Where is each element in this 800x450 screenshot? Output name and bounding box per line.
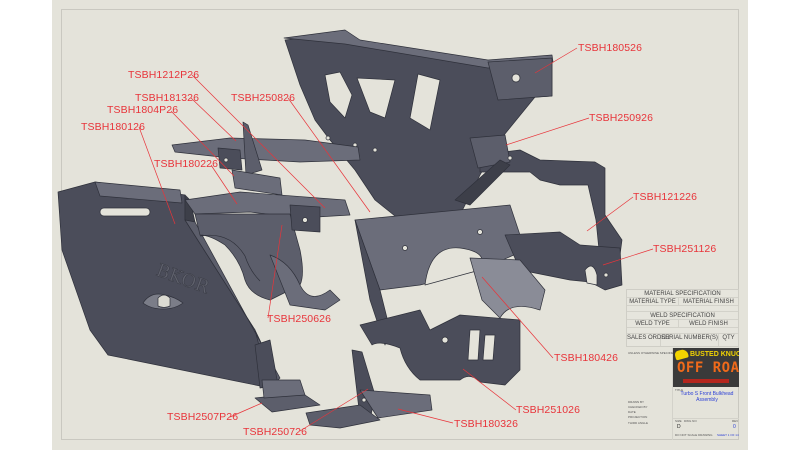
unless-specified-label: UNLESS OTHERWISE SPECIFIED xyxy=(628,351,676,355)
fist-logo-icon xyxy=(674,348,689,361)
logo-brand-text: BUSTED KNUCKLE xyxy=(690,351,739,358)
callout-tsbh180226: TSBH180226 xyxy=(154,158,219,170)
material-type-label: MATERIAL TYPE xyxy=(627,298,679,305)
part-tsbh181326 xyxy=(171,121,361,196)
leader-tsbh1212p26 xyxy=(191,74,326,209)
material-values-row xyxy=(627,306,738,312)
leader-tsbh181326 xyxy=(190,97,237,142)
date-label: DATE xyxy=(628,410,636,414)
leader-tsbh180526 xyxy=(534,47,578,74)
callout-tsbh180326: TSBH180326 xyxy=(454,418,519,430)
callout-tsbh2507p26: TSBH2507P26 xyxy=(167,411,239,423)
callout-tsbh180126: TSBH180126 xyxy=(81,121,146,133)
callout-tsbh181326: TSBH181326 xyxy=(135,92,200,104)
part-tsbh251126 xyxy=(504,231,623,291)
part-tsbh2507p26 xyxy=(254,339,321,413)
leader-tsbh1804p26 xyxy=(170,110,235,177)
leader-tsbh180226 xyxy=(210,164,238,205)
drawing-title: Turbo S Front Bulkhead Assembly xyxy=(680,391,734,403)
callout-tsbh250826: TSBH250826 xyxy=(231,92,296,104)
callout-tsbh121226: TSBH121226 xyxy=(633,191,698,203)
callout-tsbh180526: TSBH180526 xyxy=(578,42,643,54)
callout-tsbh251026: TSBH251026 xyxy=(516,404,581,416)
leader-tsbh250726 xyxy=(299,388,369,432)
title-label: TITLE xyxy=(675,388,684,392)
leader-tsbh251126 xyxy=(602,248,654,266)
serial-numbers-label: SERIAL NUMBER(S) xyxy=(661,334,719,346)
company-logo: BUSTED KNUCKLE OFF ROAD xyxy=(673,348,739,387)
part-tsbh250626 xyxy=(269,254,341,311)
part-tsbh180226 xyxy=(184,191,351,301)
part-tsbh251026 xyxy=(359,309,521,386)
material-header-row: MATERIAL TYPE MATERIAL FINISH xyxy=(627,298,738,306)
callout-tsbh250726: TSBH250726 xyxy=(243,426,308,438)
third-angle-label: THIRD ANGLE xyxy=(628,421,649,425)
leader-tsbh2507p26 xyxy=(229,402,263,418)
checked-by-label: CHECKED BY xyxy=(628,405,648,409)
leader-tsbh180426 xyxy=(481,276,554,359)
leader-lines xyxy=(138,47,654,432)
sheet-size: D xyxy=(677,424,681,430)
title-divider xyxy=(673,418,739,419)
sales-order-label: SALES ORDER xyxy=(627,334,670,346)
title-block: MATERIAL SPECIFICATION MATERIAL TYPE MAT… xyxy=(626,289,739,347)
dwg-no-label: DWG NO xyxy=(684,419,697,423)
weld-type-label: WELD TYPE xyxy=(627,320,679,327)
leader-tsbh180326 xyxy=(397,408,454,424)
callout-tsbh180426: TSBH180426 xyxy=(554,352,619,364)
sheet-number: SHEET 1 OF 14 xyxy=(717,433,739,437)
leader-tsbh121226 xyxy=(586,196,634,232)
leader-tsbh180126 xyxy=(138,126,176,225)
drawn-by-label: DRAWN BY xyxy=(628,400,645,404)
revision: 0 xyxy=(733,424,736,430)
do-not-scale-note: DO NOT SCALE DRAWING xyxy=(675,433,713,437)
part-tsbh180526 xyxy=(283,29,554,226)
callout-tsbh1212p26: TSBH1212P26 xyxy=(128,69,200,81)
callout-tsbh1804p26: TSBH1804P26 xyxy=(107,104,179,116)
order-header-row: SALES ORDER SERIAL NUMBER(S) QTY xyxy=(627,334,738,346)
leader-tsbh251026 xyxy=(462,368,517,411)
size-label: SIZE xyxy=(675,419,682,423)
logo-tagline-bar xyxy=(683,379,729,383)
leader-tsbh250926 xyxy=(505,117,590,146)
title-block-notes: UNLESS OTHERWISE SPECIFIED DRAWN BY CHEC… xyxy=(626,348,676,440)
callout-tsbh251126: TSBH251126 xyxy=(653,243,717,255)
leader-tsbh250626 xyxy=(267,224,283,319)
leader-tsbh250826 xyxy=(287,97,371,213)
projection-label: PROJECTION xyxy=(628,415,648,419)
rev-label: REV xyxy=(732,419,739,423)
callout-tsbh250926: TSBH250926 xyxy=(589,112,654,124)
part-tsbh250726 xyxy=(305,349,433,429)
weld-header-row: WELD TYPE WELD FINISH xyxy=(627,320,738,328)
qty-label: QTY xyxy=(722,335,735,341)
part-tsbh180426 xyxy=(469,257,546,319)
logo-main-text: OFF ROAD xyxy=(677,360,739,376)
part-tsbh180126: BKOR xyxy=(57,181,281,389)
material-finish-label: MATERIAL FINISH xyxy=(683,299,734,305)
part-tsbh121226 xyxy=(454,134,623,261)
weld-values-row xyxy=(627,328,738,334)
material-spec-header: MATERIAL SPECIFICATION xyxy=(627,290,738,298)
callout-tsbh250626: TSBH250626 xyxy=(267,313,332,325)
weld-spec-header: WELD SPECIFICATION xyxy=(627,312,738,320)
weld-finish-label: WELD FINISH xyxy=(689,321,728,327)
